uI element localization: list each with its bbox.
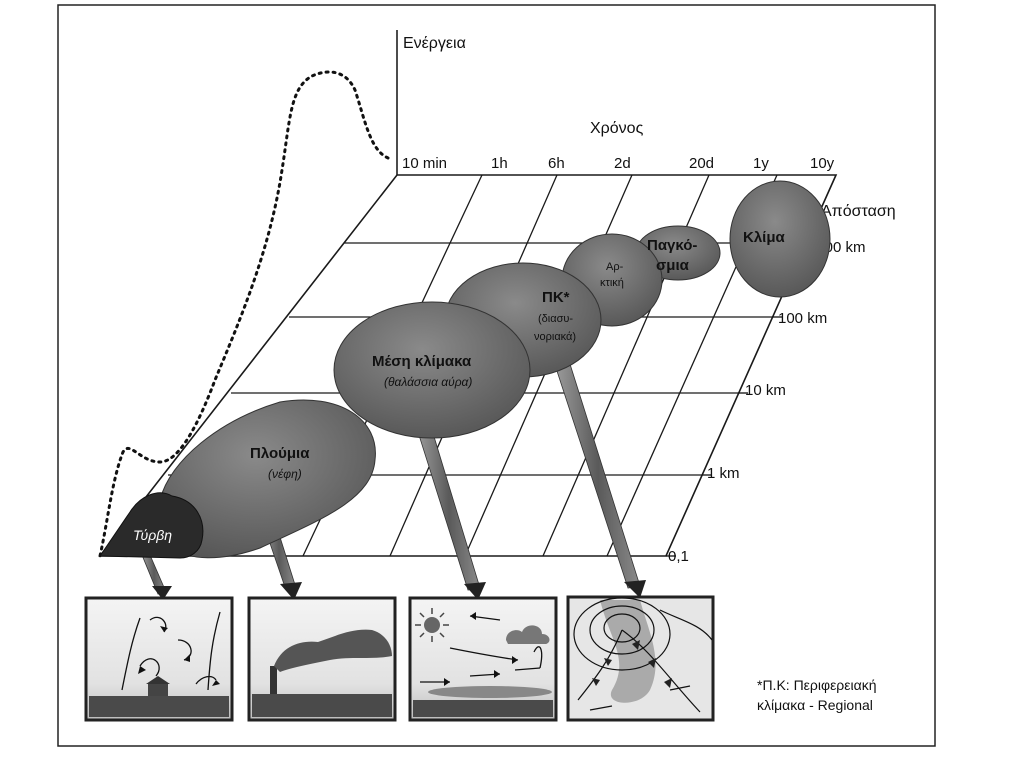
arctic-label-1: Αρ-: [606, 261, 624, 273]
house-icon: [148, 684, 168, 696]
plume-sublabel: (νέφη): [268, 467, 302, 481]
turbulence-blob: [99, 492, 204, 559]
mesoscale-blob: [333, 301, 531, 439]
footnote-line-1: *Π.Κ: Περιφερειακή: [757, 677, 877, 693]
time-tick: 2d: [614, 155, 631, 172]
regional-sublabel-1: (διασυ-: [538, 313, 573, 325]
plume-label: Πλούμια: [250, 445, 310, 462]
energy-axis-label: Ενέργεια: [403, 35, 466, 52]
energy-curve: [98, 70, 390, 558]
time-tick: 10y: [810, 155, 835, 172]
footnote-line-2: κλίμακα - Regional: [757, 697, 873, 713]
sun-icon: [424, 617, 440, 633]
smoke-plume: [274, 629, 392, 672]
time-axis-label: Χρόνος: [590, 120, 644, 137]
scale-labels: Τύρβη Πλούμια (νέφη) Μέση κλίμακα (θαλάσ…: [133, 229, 786, 543]
turbulence-label: Τύρβη: [133, 527, 172, 543]
global-label-1: Παγκό-: [647, 237, 697, 254]
distance-tick: 10 km: [745, 382, 786, 399]
distance-tick: 0,1: [668, 548, 689, 565]
turbulence-panel: [84, 596, 234, 722]
distance-tick: 1 km: [707, 465, 740, 482]
cloud-icon: [506, 625, 550, 644]
time-tick: 1h: [491, 155, 508, 172]
distance-axis-label: Απόσταση: [821, 203, 896, 220]
time-tick: 6h: [548, 155, 565, 172]
global-label-2: σμια: [656, 257, 690, 274]
climate-label: Κλίμα: [743, 229, 786, 246]
illustration-panels: [84, 595, 715, 722]
outer-frame: [57, 4, 936, 747]
mesoscale-sublabel: (θαλάσσια αύρα): [384, 375, 472, 389]
time-tick: 10 min: [402, 155, 447, 172]
climate-blob: [729, 180, 831, 298]
time-tick-labels: 10 min 1h 6h 2d 20d 1y 10y: [402, 155, 835, 172]
time-tick: 20d: [689, 155, 714, 172]
weather-map-panel: [566, 595, 715, 722]
mesoscale-label: Μέση κλίμακα: [372, 353, 472, 370]
sea-breeze-panel: [408, 596, 558, 722]
regional-label: ΠΚ*: [542, 289, 570, 306]
plume-panel: [247, 596, 397, 722]
smokestack-icon: [270, 666, 277, 694]
distance-tick: 100 km: [778, 310, 827, 327]
arctic-label-2: κτική: [600, 277, 624, 289]
scale-blobs: [99, 180, 831, 559]
time-tick: 1y: [753, 155, 769, 172]
regional-sublabel-2: νοριακά): [534, 331, 576, 343]
